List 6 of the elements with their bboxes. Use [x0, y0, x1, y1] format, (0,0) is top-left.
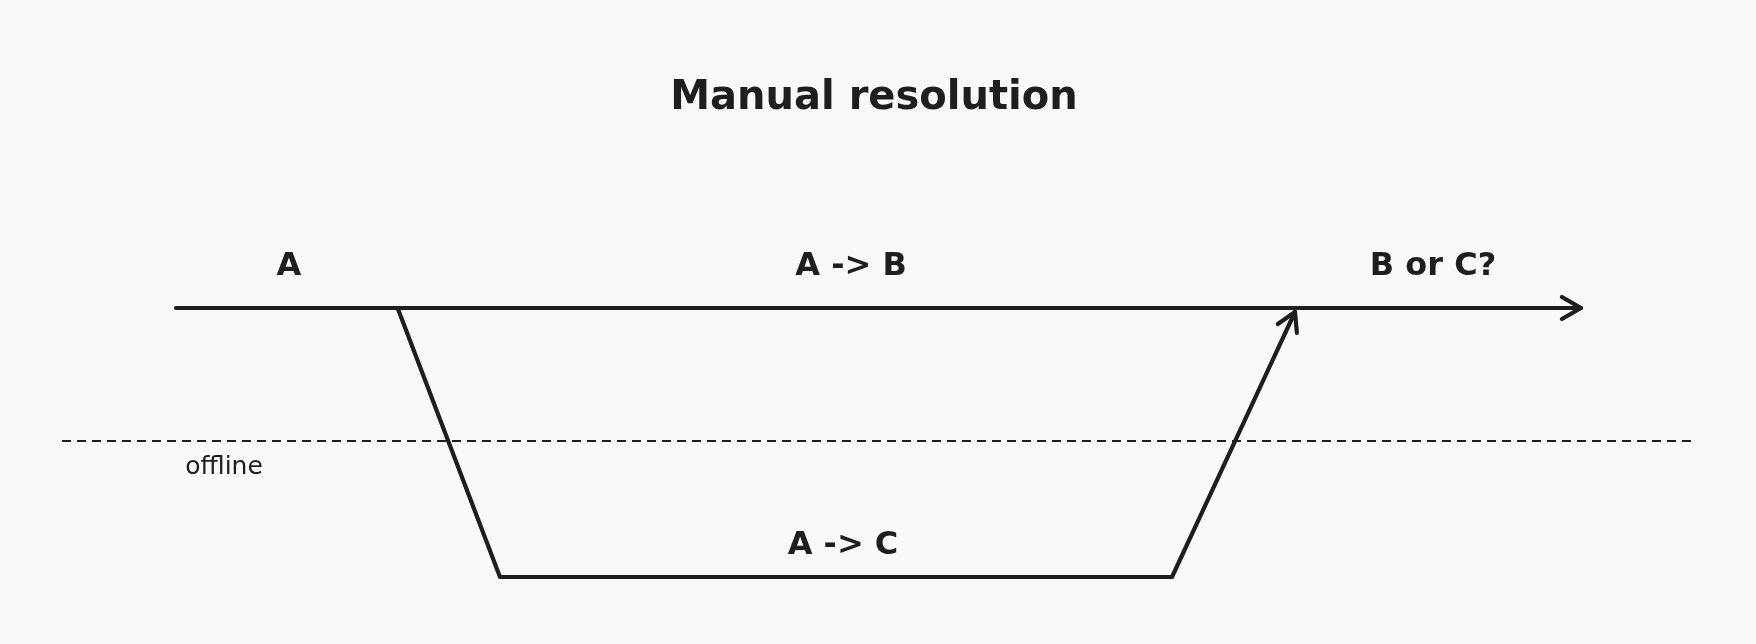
- question-label: B or C?: [1369, 245, 1497, 283]
- transition-label: A -> B: [795, 245, 907, 283]
- zone-label: offline: [185, 451, 263, 481]
- diagram-title: Manual resolution: [670, 72, 1078, 118]
- state-label: A: [276, 245, 302, 283]
- transition-label: A -> C: [787, 524, 899, 562]
